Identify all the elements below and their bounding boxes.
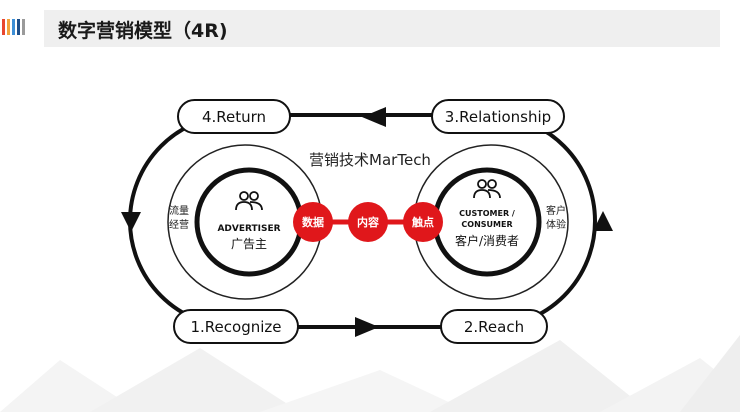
background-decoration xyxy=(0,335,740,412)
right-ring-label-2: 体验 xyxy=(546,218,566,231)
logo-bar xyxy=(17,19,20,35)
step-relationship-label: 3.Relationship xyxy=(445,108,551,126)
connector-data-label: 数据 xyxy=(302,215,324,229)
advertiser-zh: 广告主 xyxy=(231,237,267,251)
connector-data: 数据 xyxy=(293,202,333,242)
step-recognize: 1.Recognize xyxy=(173,309,299,344)
connector-touchpoint-label: 触点 xyxy=(411,215,434,229)
arrow-up-right xyxy=(593,211,613,231)
arrow-down-left xyxy=(121,212,141,232)
right-ring-label-1: 客户 xyxy=(546,204,566,217)
title-bar: 数字营销模型（4R) xyxy=(44,10,720,47)
arrow-left-top xyxy=(362,107,386,127)
connector-content: 内容 xyxy=(348,202,388,242)
logo-bar xyxy=(7,19,10,35)
customer-zh: 客户/消费者 xyxy=(455,233,519,248)
step-return: 4.Return xyxy=(177,99,291,134)
customer-en-2: CONSUMER xyxy=(461,220,512,229)
logo-bar xyxy=(22,19,25,35)
step-recognize-label: 1.Recognize xyxy=(190,318,281,336)
step-reach-label: 2.Reach xyxy=(464,318,524,336)
people-icon xyxy=(235,191,263,211)
connector-touchpoint: 触点 xyxy=(403,202,443,242)
page-title: 数字营销模型（4R) xyxy=(58,20,228,42)
connector-content-label: 内容 xyxy=(357,215,379,229)
advertiser-en: ADVERTISER xyxy=(217,224,280,234)
step-relationship: 3.Relationship xyxy=(431,99,565,134)
customer-en-1: CUSTOMER / xyxy=(459,209,515,218)
martech-label: 营销技术MarTech xyxy=(309,151,431,169)
brand-logo-bars xyxy=(2,19,27,39)
step-return-label: 4.Return xyxy=(202,108,266,126)
left-ring-label-2: 经营 xyxy=(169,218,189,231)
arrow-right-bottom xyxy=(355,317,379,337)
left-ring-label-1: 流量 xyxy=(169,204,189,217)
logo-bar xyxy=(2,19,5,35)
step-reach: 2.Reach xyxy=(440,309,548,344)
logo-bar xyxy=(12,19,15,35)
advertiser-circle xyxy=(194,167,304,277)
people-icon xyxy=(473,179,501,199)
